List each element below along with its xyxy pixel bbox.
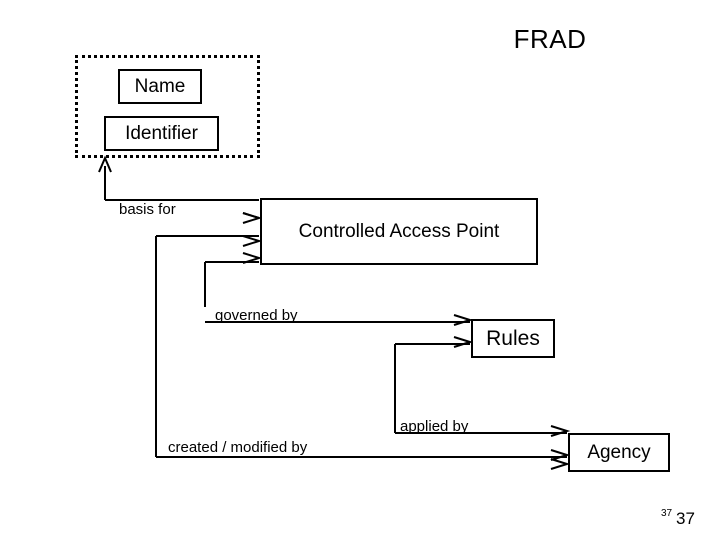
- page-number-small: 37: [661, 508, 673, 519]
- entity-rules[interactable]: Rules: [471, 319, 555, 358]
- entity-agency[interactable]: Agency: [568, 433, 670, 472]
- label-created-modified-by: created / modified by: [168, 439, 308, 456]
- label-applied-by: applied by: [400, 418, 469, 435]
- entity-name[interactable]: Name: [118, 69, 202, 104]
- label-governed-by: governed by: [215, 307, 298, 324]
- label-basis-for: basis for: [119, 201, 176, 218]
- name-identifier-group-box: [75, 55, 260, 158]
- page-number-large: 37: [676, 509, 695, 528]
- entity-controlled-access-point[interactable]: Controlled Access Point: [260, 198, 538, 265]
- entity-identifier[interactable]: Identifier: [104, 116, 219, 151]
- page-title: FRAD: [513, 24, 587, 54]
